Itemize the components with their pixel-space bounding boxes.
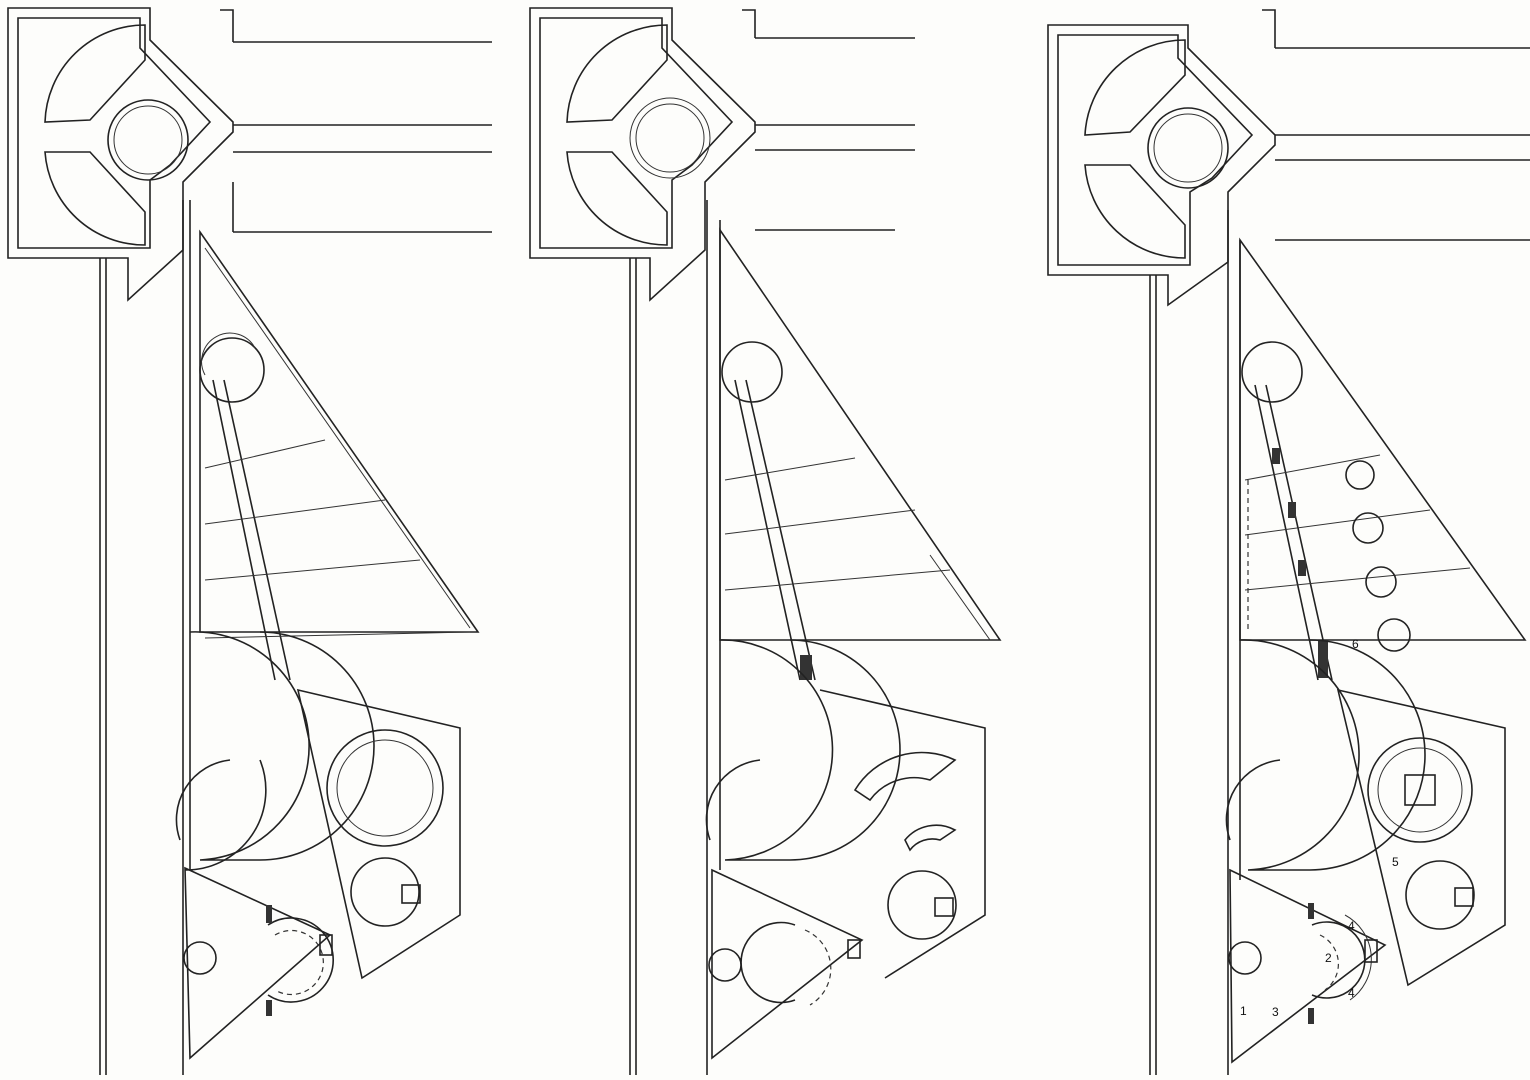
plan-1 bbox=[7, 7, 492, 1075]
plan-label-1: 1 bbox=[1240, 1004, 1247, 1018]
plan-label-5: 5 bbox=[1392, 855, 1399, 869]
plan-label-6: 6 bbox=[1352, 637, 1359, 651]
plan-3: 6 5 1 2 3 4 4 bbox=[1047, 9, 1530, 1075]
plan-label-4a: 4 bbox=[1348, 919, 1355, 933]
plan-label-2: 2 bbox=[1325, 951, 1332, 965]
plan-label-3: 3 bbox=[1272, 1005, 1279, 1019]
plan-label-4b: 4 bbox=[1348, 986, 1355, 1000]
plan-2 bbox=[529, 7, 1002, 1075]
